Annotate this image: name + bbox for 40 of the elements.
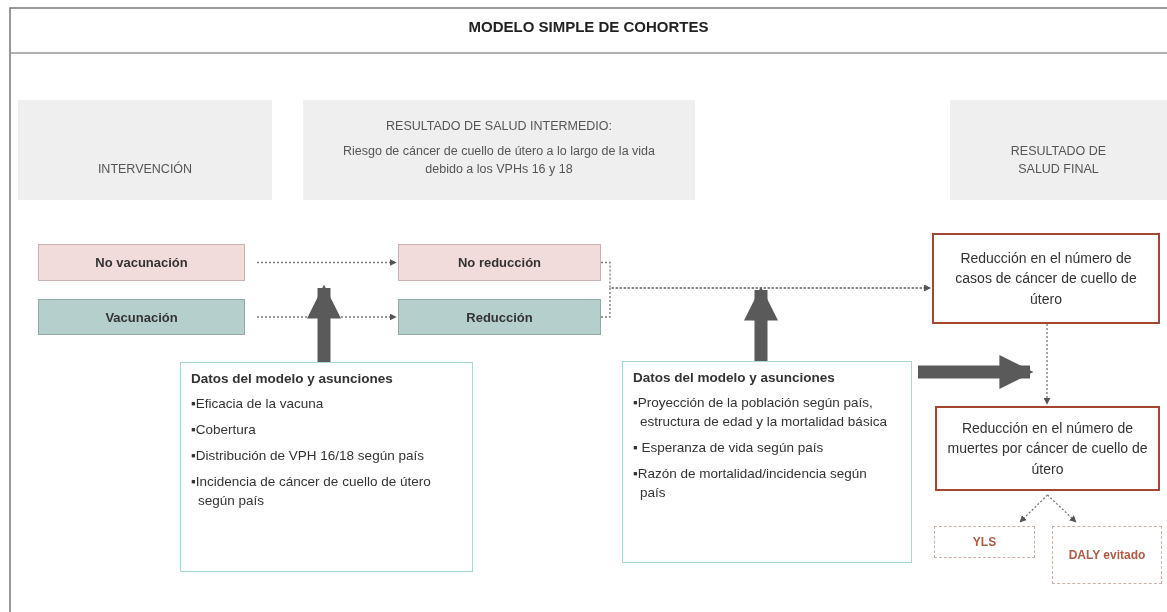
process-box — [38, 244, 245, 281]
arrow — [256, 259, 397, 266]
box-label: Vacunación — [105, 309, 178, 325]
box-label: YLS — [972, 534, 997, 551]
process-box — [38, 299, 245, 335]
box-label: No vacunación — [95, 255, 188, 270]
arrow — [1019, 494, 1049, 523]
block-arrow — [307, 284, 341, 362]
column-heading: RESULTADO DE SALUD FINAL — [1009, 142, 1108, 179]
column-heading: INTERVENCIÓN — [97, 160, 193, 179]
outcome-box — [934, 526, 1035, 558]
box-label: DALY evitado — [1068, 547, 1146, 564]
process-box — [398, 299, 601, 335]
bullet-item: ▪ Esperanza de vida según país — [633, 438, 825, 457]
process-box — [398, 244, 601, 281]
bullet-item: ▪Proyección de la población según país, estructura de edad y la mortalidad básica — [633, 394, 888, 431]
outcome-box — [932, 233, 1160, 324]
box-label: Reducción en el número de casos de cáncer de cuello de útero — [954, 249, 1138, 309]
outcome-box — [935, 406, 1160, 491]
arrow — [1046, 494, 1077, 523]
box-heading: Datos del modelo y asunciones — [191, 371, 393, 386]
assumptions-box — [622, 361, 912, 563]
outcome-box — [1052, 526, 1162, 584]
bullet-item: ▪Eficacia de la vacuna — [191, 395, 325, 413]
box-label: Reducción — [466, 309, 533, 325]
box-label: Reducción en el número de muertes por cáncer de cuello de útero — [946, 419, 1149, 479]
bullet-item: ▪Cobertura — [191, 420, 257, 439]
box-label: No reducción — [457, 255, 542, 270]
assumptions-box — [180, 362, 473, 572]
bullet-item: ▪Incidencia de cáncer de cuello de útero según país — [191, 472, 432, 510]
bullet-item: ▪Distribución de VPH 16/18 según país — [191, 446, 425, 465]
block-arrow — [918, 355, 1034, 389]
column-heading: RESULTADO DE SALUD INTERMEDIO: — [386, 117, 612, 135]
column-description: Riesgo de cáncer de cuello de útero a lo largo de la vida debido a los VPHs 16 y 18 — [343, 142, 655, 179]
box-heading: Datos del modelo y asunciones — [633, 370, 835, 385]
block-arrow — [744, 286, 778, 361]
arrow — [600, 284, 931, 318]
bullet-item: ▪Razón de mortalidad/incidencia según país — [633, 464, 868, 502]
arrow — [1043, 323, 1051, 405]
diagram-title: MODELO SIMPLE DE COHORTES — [467, 18, 710, 35]
